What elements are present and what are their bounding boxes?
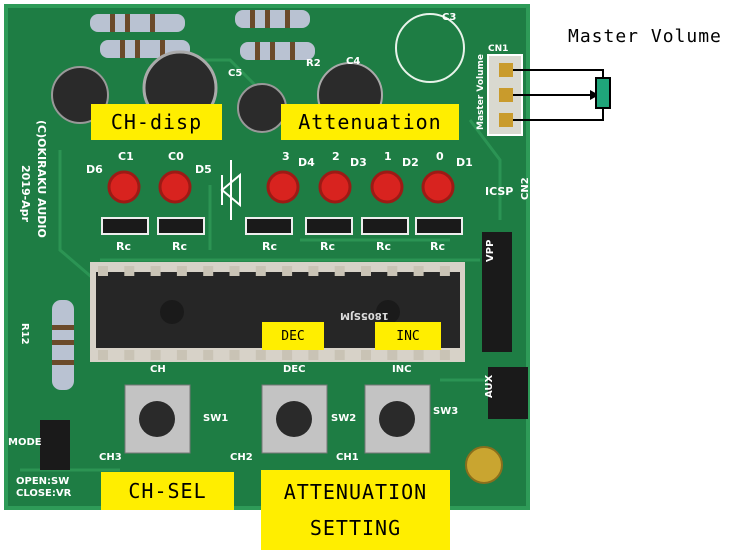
silk-d4: D4 [298, 156, 315, 169]
ic-pin [150, 350, 161, 360]
ic-pin [229, 266, 240, 276]
pcb-traces [20, 58, 510, 472]
silk-d2: D2 [402, 156, 419, 169]
silk-d6: D6 [86, 163, 103, 176]
silk-c3: C3 [442, 12, 457, 23]
silk-c4: C4 [346, 56, 361, 67]
wiper-arrow [590, 90, 599, 100]
silk-mode: MODE [8, 437, 42, 448]
ic-pin [255, 350, 266, 360]
ic-pin [308, 266, 319, 276]
ic-pin [413, 266, 424, 276]
r12-resistor [52, 300, 74, 390]
ic-pin [203, 266, 214, 276]
silk-d1: D1 [456, 156, 473, 169]
silk-inc: INC [392, 364, 412, 375]
ic-pin [334, 350, 345, 360]
ic-pin [150, 266, 161, 276]
ic-pin [334, 266, 345, 276]
ic-pin [387, 266, 398, 276]
ic-pin [176, 350, 187, 360]
silk-rc: Rc [262, 240, 277, 253]
ic-pin [255, 266, 266, 276]
silk-n3: 3 [282, 150, 290, 163]
resistor-row [90, 10, 315, 60]
silk-ic-marking: 1805SJM [340, 310, 389, 321]
callout-attenuation: Attenuation [281, 104, 459, 140]
silk-c5: C5 [228, 68, 243, 79]
smd-resistors [101, 217, 463, 235]
ic-pin [176, 266, 187, 276]
mode-jumper [40, 420, 70, 470]
silk-d3: D3 [350, 156, 367, 169]
icsp-header [482, 232, 528, 419]
callout-ch-disp: CH-disp [91, 104, 222, 140]
ic-pin [439, 266, 450, 276]
ic-pin [282, 350, 293, 360]
ic-pin [229, 350, 240, 360]
callout-attenuation-setting-line2: SETTING [309, 516, 402, 540]
silk-ch1: CH1 [336, 452, 359, 463]
silk-n2: 2 [332, 150, 340, 163]
ic-pin [124, 266, 135, 276]
ic-pin [308, 350, 319, 360]
led-row [107, 170, 455, 204]
mounting-pad [465, 446, 503, 484]
silk-ch2: CH2 [230, 452, 253, 463]
silk-open-sw: OPEN:SW [16, 476, 70, 487]
silk-ch: CH [150, 364, 166, 375]
silk-rc: Rc [430, 240, 445, 253]
potentiometer-symbol [595, 77, 611, 109]
ic-pin [439, 350, 450, 360]
callout-attenuation-setting: ATTENUATION SETTING [261, 470, 450, 550]
silk-copyright: (C)OKIRAKU AUDIO [35, 120, 48, 238]
silk-cn1: CN1 [488, 44, 509, 54]
silk-ch3: CH3 [99, 452, 122, 463]
ic-pin [361, 350, 371, 360]
silk-rc: Rc [172, 240, 187, 253]
silk-close-vr: CLOSE:VR [16, 488, 72, 499]
silk-dec: DEC [283, 364, 306, 375]
silk-vpp: VPP [485, 239, 496, 262]
callout-inc: INC [375, 322, 441, 350]
silk-r2: R2 [306, 58, 321, 69]
ic-pin [282, 266, 293, 276]
silk-aux: AUX [484, 374, 495, 398]
callout-ch-sel: CH-SEL [101, 472, 234, 510]
ic-pin [98, 350, 108, 360]
silk-icsp: ICSP [485, 185, 514, 198]
tactile-switches [124, 384, 431, 454]
silk-rc: Rc [116, 240, 131, 253]
silk-d5: D5 [195, 163, 212, 176]
silk-cn2: CN2 [520, 177, 531, 200]
diode-symbol [220, 160, 241, 220]
callout-master-volume: Master Volume [568, 26, 722, 47]
ic-pin [98, 266, 108, 276]
ic-pin [413, 350, 424, 360]
silk-sw1: SW1 [203, 413, 229, 424]
silk-rc: Rc [320, 240, 335, 253]
ic-pin [203, 350, 214, 360]
callout-attenuation-setting-line1: ATTENUATION [283, 480, 428, 504]
ic-pin [361, 266, 371, 276]
silk-date: 2019-Apr [19, 165, 32, 222]
silk-r12: R12 [19, 323, 30, 345]
silk-rc: Rc [376, 240, 391, 253]
silk-c1: C1 [118, 150, 134, 163]
silk-sw2: SW2 [331, 413, 357, 424]
callout-dec: DEC [262, 322, 324, 350]
silk-n0: 0 [436, 150, 444, 163]
silk-c0: C0 [168, 150, 184, 163]
silk-n1: 1 [384, 150, 392, 163]
ic-pin [124, 350, 135, 360]
silk-sw3: SW3 [433, 406, 459, 417]
master-volume-wiring [513, 69, 604, 121]
ic-pin [387, 350, 398, 360]
ic-pins [98, 266, 450, 360]
silk-master-volume: Master Volume [476, 54, 486, 130]
